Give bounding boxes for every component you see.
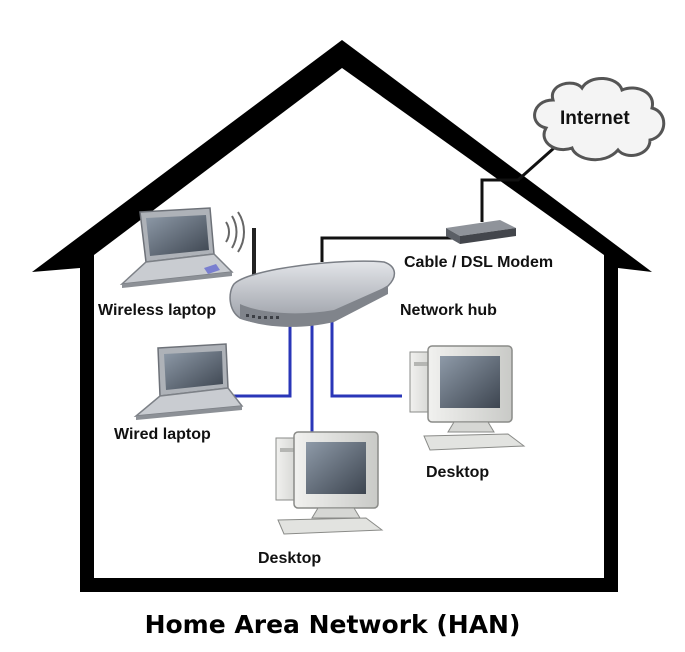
wired-laptop-label: Wired laptop (114, 426, 211, 443)
internet-cloud (533, 77, 666, 162)
diagram-caption: Home Area Network (HAN) (144, 610, 521, 639)
desktop-right-icon (409, 345, 526, 451)
desktop-right-label: Desktop (426, 464, 490, 481)
wireless-laptop-label: Wireless laptop (98, 302, 217, 319)
wireless-laptop-icon (119, 207, 245, 288)
internet-label: Internet (560, 108, 630, 129)
wireless-signal-icon (225, 211, 245, 253)
modem-icon (446, 220, 516, 244)
desktop-bottom-label: Desktop (258, 550, 322, 567)
ethernet-cables (232, 320, 402, 432)
wired-laptop-icon (133, 343, 244, 420)
desktop-bottom-icon (275, 431, 384, 535)
modem-cable (320, 130, 573, 262)
modem-label: Cable / DSL Modem (404, 254, 554, 271)
hub-label: Network hub (400, 302, 497, 319)
network-hub-icon (229, 228, 396, 327)
